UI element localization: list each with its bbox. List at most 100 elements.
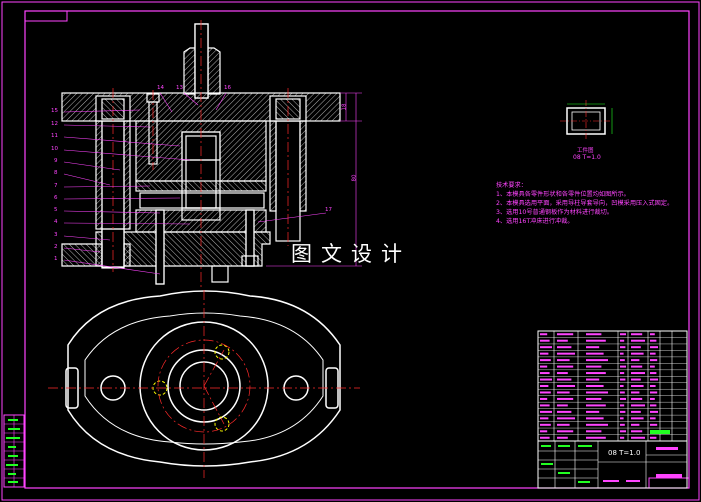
bom-cell-mark — [540, 391, 551, 394]
bom-cell-mark — [557, 333, 574, 336]
bom-cell-mark — [620, 359, 625, 362]
bom-cell-mark — [620, 352, 624, 355]
balloon-8: 8 — [54, 170, 58, 176]
bom-cell-mark — [650, 385, 656, 387]
bom-cell-mark — [586, 378, 600, 381]
workpiece-caption: 工件图 — [577, 148, 594, 154]
bom-cell-mark — [650, 365, 655, 368]
bom-cell-mark — [540, 339, 550, 342]
bom-cell-mark — [540, 385, 549, 387]
bom-cell-mark — [631, 378, 641, 381]
bom-cell-mark — [557, 430, 574, 433]
bom-cell-mark — [540, 359, 551, 362]
bom-cell-mark — [586, 385, 604, 387]
bom-cell-mark — [620, 436, 625, 439]
balloon-14: 14 — [157, 85, 164, 91]
bom-cell-mark — [586, 359, 608, 362]
bom-cell-mark — [586, 423, 608, 426]
bom-cell-mark — [540, 372, 550, 375]
bom-cell-mark — [586, 404, 606, 407]
side-revision-strip — [3, 414, 25, 488]
balloon-7: 7 — [54, 183, 58, 189]
bom-cell-mark — [557, 397, 574, 400]
balloon-12: 12 — [51, 121, 58, 127]
bom-cell-mark — [540, 410, 552, 413]
die-plan-view — [65, 290, 341, 467]
bom-cell-mark — [557, 410, 572, 413]
bom-cell-mark — [586, 397, 602, 400]
bom-cell-mark — [650, 423, 658, 426]
tech-requirement-2: 2、本模具选用平面，采用导柱导套导向，凹模采用压入式固定。 — [496, 200, 674, 207]
bom-cell-mark — [540, 436, 550, 439]
bom-cell-mark — [586, 372, 606, 375]
bom-cell-mark — [540, 378, 552, 381]
bom-cell-mark — [540, 352, 549, 355]
balloon-1: 1 — [54, 256, 58, 262]
bom-cell-mark — [631, 417, 644, 420]
tech-requirement-3: 3、选用10号普通钢板作为材料进行裁切。 — [496, 209, 613, 216]
bom-cell-mark — [557, 346, 572, 349]
dim-partial-height: 18 — [341, 103, 348, 111]
bom-cell-mark — [557, 365, 574, 368]
bom-cell-mark — [631, 359, 640, 362]
bom-cell-mark — [540, 404, 550, 407]
balloon-6: 6 — [54, 195, 58, 201]
bom-cell-mark — [540, 333, 548, 336]
lower-die-plate — [61, 231, 271, 267]
bom-cell-mark — [586, 436, 606, 439]
bom-cell-mark — [631, 430, 643, 433]
title-block-spec: 08 T=1.0 — [608, 449, 641, 457]
tech-requirement-4: 4、选用16T冲床进行冲裁。 — [496, 218, 574, 225]
bom-cell-mark — [540, 417, 549, 420]
dim-total-height: 80 — [351, 174, 358, 182]
bom-cell-mark — [620, 397, 626, 400]
bom-cell-mark — [540, 397, 548, 400]
bom-cell-mark — [650, 333, 655, 336]
bom-cell-mark — [650, 410, 658, 413]
bom-cell-mark — [540, 430, 548, 433]
bom-cell-mark — [620, 417, 624, 420]
bom-cell-mark — [650, 339, 657, 342]
bom-cell-mark — [620, 365, 626, 368]
bom-cell-mark — [557, 378, 572, 381]
bom-cell-mark — [650, 391, 658, 394]
bom-cell-mark — [631, 346, 641, 349]
balloon-4: 4 — [54, 219, 58, 225]
bom-cell-mark — [631, 333, 643, 336]
base-outline — [67, 290, 341, 467]
plan-hidden-holes — [152, 344, 230, 432]
title-stamp: 图文设计 — [291, 242, 411, 266]
bom-cell-mark — [620, 404, 625, 407]
bom-cell-mark — [620, 372, 625, 375]
bom-cell-mark — [631, 352, 644, 355]
bom-rows — [538, 333, 687, 439]
tech-requirement-1: 1、本模具各零件形状和各零件位置均如图所示。 — [496, 191, 630, 198]
bom-cell-mark — [557, 436, 568, 439]
bom-cell-mark — [631, 397, 643, 400]
workpiece-spec: 08 T=1.0 — [573, 154, 601, 161]
bom-cell-mark — [650, 397, 655, 400]
bom-cell-mark — [557, 423, 570, 426]
balloon-15: 15 — [51, 108, 58, 114]
bom-table — [537, 330, 688, 442]
bom-cell-mark — [540, 423, 551, 426]
bom-cell-mark — [620, 430, 626, 433]
balloon-11: 11 — [51, 133, 58, 139]
bom-cell-mark — [620, 378, 626, 381]
bom-cell-mark — [586, 339, 606, 342]
bom-cell-mark — [586, 333, 602, 336]
bom-cell-mark — [650, 404, 657, 407]
bom-cell-mark — [540, 346, 552, 349]
bom-cell-mark — [557, 391, 570, 394]
bom-cell-mark — [620, 391, 625, 394]
bom-cell-mark — [586, 346, 600, 349]
section-centerlines — [112, 20, 289, 290]
bom-cell-mark — [631, 385, 644, 387]
bom-cell-mark — [631, 372, 645, 375]
bom-cell-mark — [631, 365, 643, 368]
bom-cell-mark — [557, 352, 575, 355]
title-block-fills — [541, 430, 682, 483]
bom-cell-mark — [586, 417, 604, 420]
bom-cell-mark — [650, 378, 658, 381]
bom-cell-mark — [586, 352, 604, 355]
